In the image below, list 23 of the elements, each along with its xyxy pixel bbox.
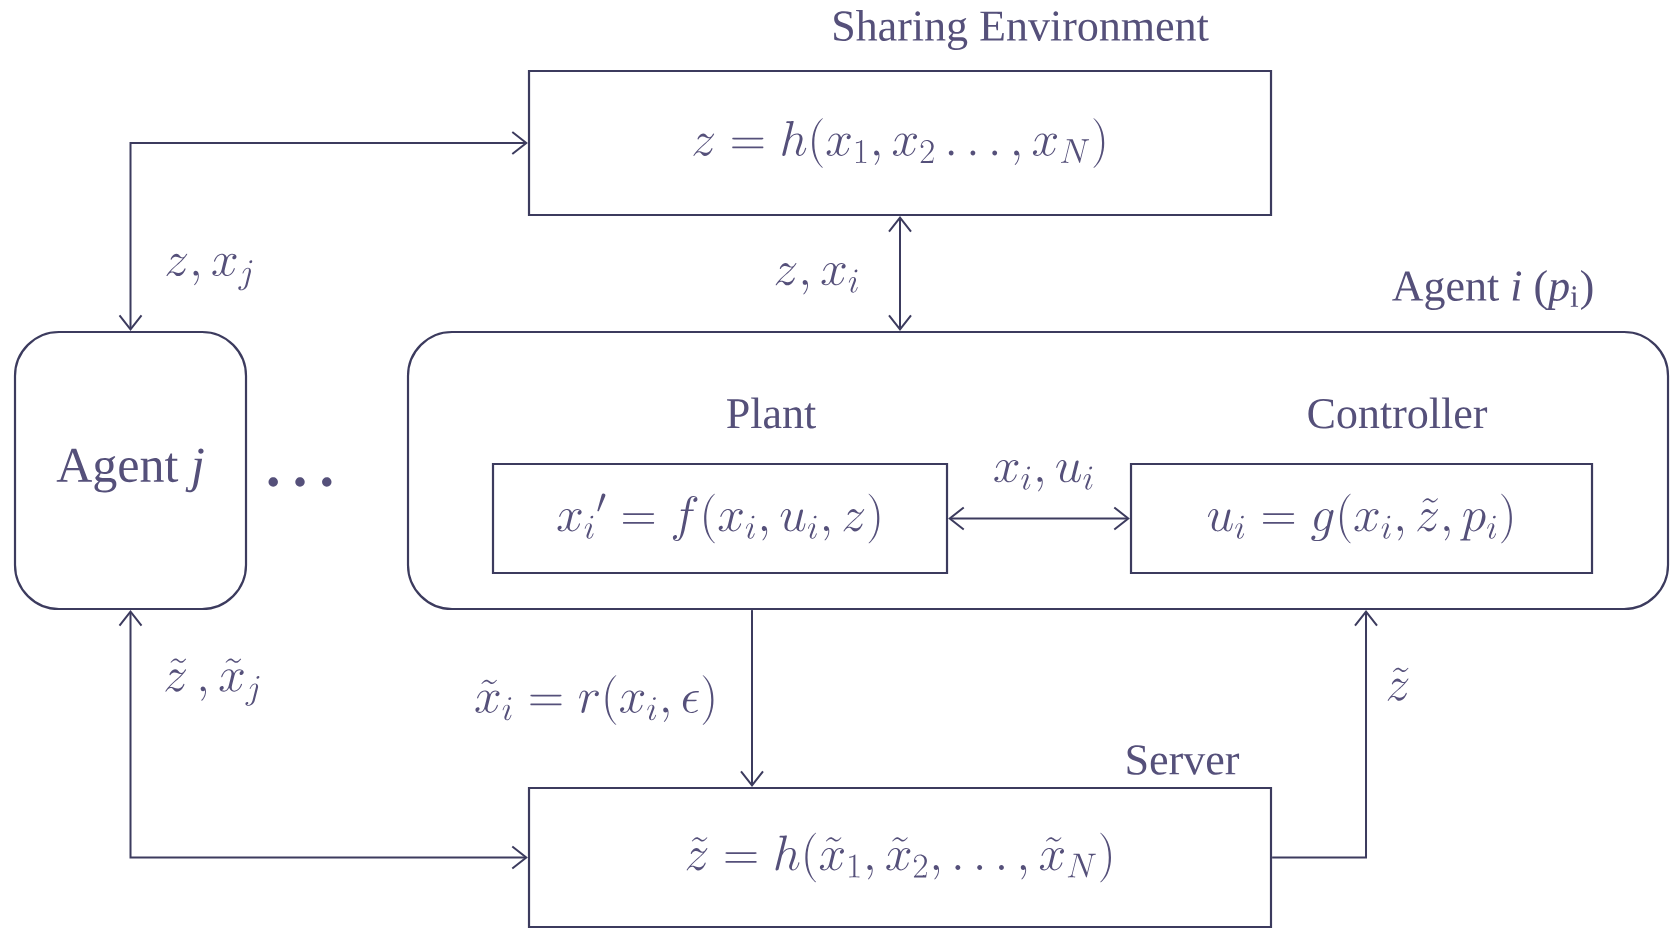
edge-label: $\tilde{z}$ — [1381, 663, 1415, 705]
arrow — [1271, 610, 1378, 859]
heading: Sharing Environment — [834, 10, 1209, 50]
heading: Plant — [727, 397, 816, 429]
heading: Agent i (p$_{i}$) — [1392, 270, 1593, 310]
ellipsis: … — [268, 477, 332, 487]
edge-label: $x_i, u_i$ — [988, 456, 1100, 496]
edge-label: $\tilde{z}\,, \tilde{x}_j$ — [159, 654, 267, 710]
process-box: $z = h(x_1, x_2 \dots, x_N)$ — [527, 69, 1273, 217]
edge-label: $z, x_i$ — [769, 259, 865, 299]
heading: Controller — [1308, 397, 1488, 429]
edge-label: $\tilde{x}_i = r(x_i, \epsilon)$ — [470, 671, 722, 729]
arrow — [888, 216, 912, 331]
arrow — [118, 610, 528, 870]
process-box: $u_i = g(x_i, \tilde{z}, p_i)$ — [1129, 462, 1594, 575]
process-box: $x_i{}' = f(x_i, u_i, z)$ — [491, 462, 949, 575]
arrow — [740, 609, 764, 787]
process-box: $\tilde{z} = h(\tilde{x}_1, \tilde{x}_2, \dots, \tilde{x}_N)$ — [527, 786, 1273, 929]
arrow — [118, 131, 528, 331]
heading: Server — [1127, 745, 1240, 775]
arrow — [948, 506, 1130, 531]
agent-box: Agentj — [13, 330, 248, 611]
edge-label: $z, x_j$ — [160, 250, 260, 294]
